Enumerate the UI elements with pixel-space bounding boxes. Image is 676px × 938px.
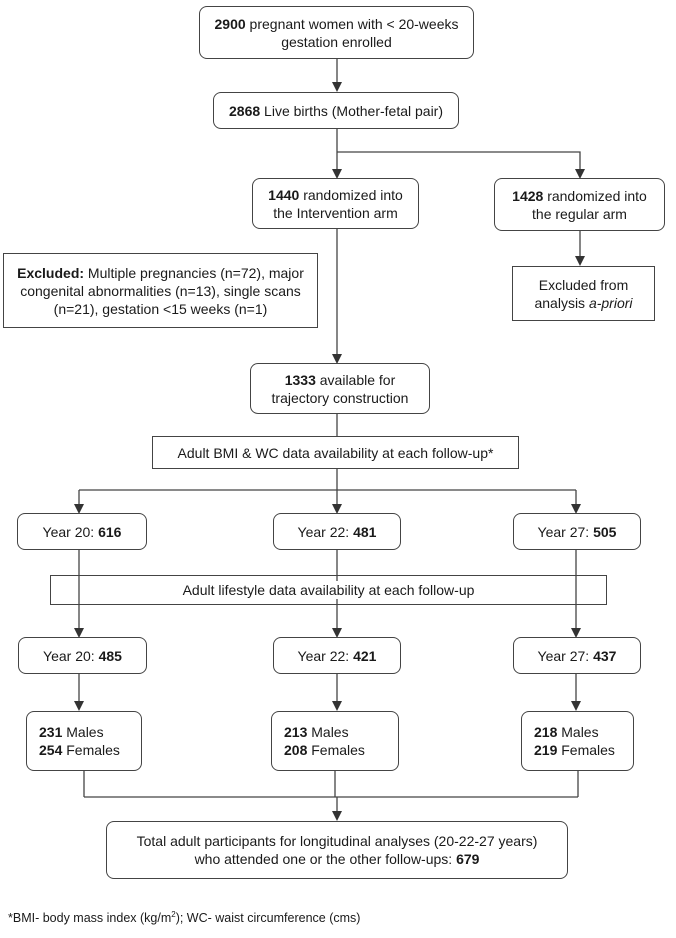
- sex-split-year27-box: 218 Males 219 Females: [521, 711, 634, 771]
- excluded-apriori-line2: analysis a-priori: [534, 294, 633, 311]
- enrolled-line1: 2900 pregnant women with < 20-weeks: [214, 15, 459, 32]
- excluded-criteria-box: Excluded: Multiple pregnancies (n=72), m…: [3, 253, 318, 328]
- live-births-text: 2868 Live births (Mother-fetal pair): [229, 102, 443, 119]
- enrolled-box: 2900 pregnant women with < 20-weeks gest…: [199, 6, 474, 59]
- available-line2: trajectory construction: [271, 389, 409, 406]
- live-births-box: 2868 Live births (Mother-fetal pair): [213, 92, 459, 129]
- excluded-line3: (n=21), gestation <15 weeks (n=1): [53, 300, 268, 317]
- sex-split-year20-females: 254 Females: [39, 742, 120, 758]
- sex-split-year20-box: 231 Males 254 Females: [26, 711, 142, 771]
- lifestyle-year22-box: Year 22: 421: [273, 637, 401, 674]
- available-line1: 1333 available for: [284, 371, 396, 388]
- sex-split-year22-females: 208 Females: [284, 742, 365, 758]
- regular-line2: the regular arm: [532, 205, 627, 222]
- sex-split-year27-males: 218 Males: [534, 724, 599, 740]
- lifestyle-year27-text: Year 27: 437: [537, 647, 617, 664]
- excluded-apriori-box: Excluded from analysis a-priori: [512, 266, 655, 321]
- bmi-year27-box: Year 27: 505: [513, 513, 641, 550]
- excluded-line1: Excluded: Multiple pregnancies (n=72), m…: [17, 264, 304, 281]
- sex-split-year22-box: 213 Males 208 Females: [271, 711, 399, 771]
- intervention-arm-box: 1440 randomized into the Intervention ar…: [252, 178, 419, 229]
- sex-split-year22-males: 213 Males: [284, 724, 349, 740]
- sex-split-year20-males: 231 Males: [39, 724, 104, 740]
- lifestyle-year20-box: Year 20: 485: [18, 637, 147, 674]
- sex-split-year27-females: 219 Females: [534, 742, 615, 758]
- total-participants-box: Total adult participants for longitudina…: [106, 821, 568, 879]
- bmi-year22-text: Year 22: 481: [297, 523, 377, 540]
- lifestyle-year27-box: Year 27: 437: [513, 637, 641, 674]
- lifestyle-year22-text: Year 22: 421: [297, 647, 377, 664]
- footnote: *BMI- body mass index (kg/m2); WC- waist…: [8, 910, 361, 926]
- bmi-availability-band: Adult BMI & WC data availability at each…: [152, 436, 519, 469]
- bmi-year20-box: Year 20: 616: [17, 513, 147, 550]
- excluded-apriori-line1: Excluded from: [538, 276, 629, 293]
- available-box: 1333 available for trajectory constructi…: [250, 363, 430, 414]
- regular-line1: 1428 randomized into: [512, 187, 647, 204]
- enrolled-line2: gestation enrolled: [281, 33, 392, 50]
- total-line2: who attended one or the other follow-ups…: [194, 851, 480, 867]
- lifestyle-year20-text: Year 20: 485: [43, 647, 122, 664]
- bmi-availability-text: Adult BMI & WC data availability at each…: [177, 444, 494, 461]
- bmi-year27-text: Year 27: 505: [537, 523, 617, 540]
- intervention-line2: the Intervention arm: [273, 204, 398, 221]
- lifestyle-availability-text: Adult lifestyle data availability at eac…: [178, 581, 479, 599]
- bmi-year20-text: Year 20: 616: [42, 523, 122, 540]
- intervention-line1: 1440 randomized into: [268, 186, 403, 203]
- regular-arm-box: 1428 randomized into the regular arm: [494, 178, 665, 231]
- excluded-line2: congenital abnormalities (n=13), single …: [20, 282, 301, 299]
- total-line1: Total adult participants for longitudina…: [136, 833, 538, 849]
- bmi-year22-box: Year 22: 481: [273, 513, 401, 550]
- lifestyle-availability-band: Adult lifestyle data availability at eac…: [50, 575, 607, 605]
